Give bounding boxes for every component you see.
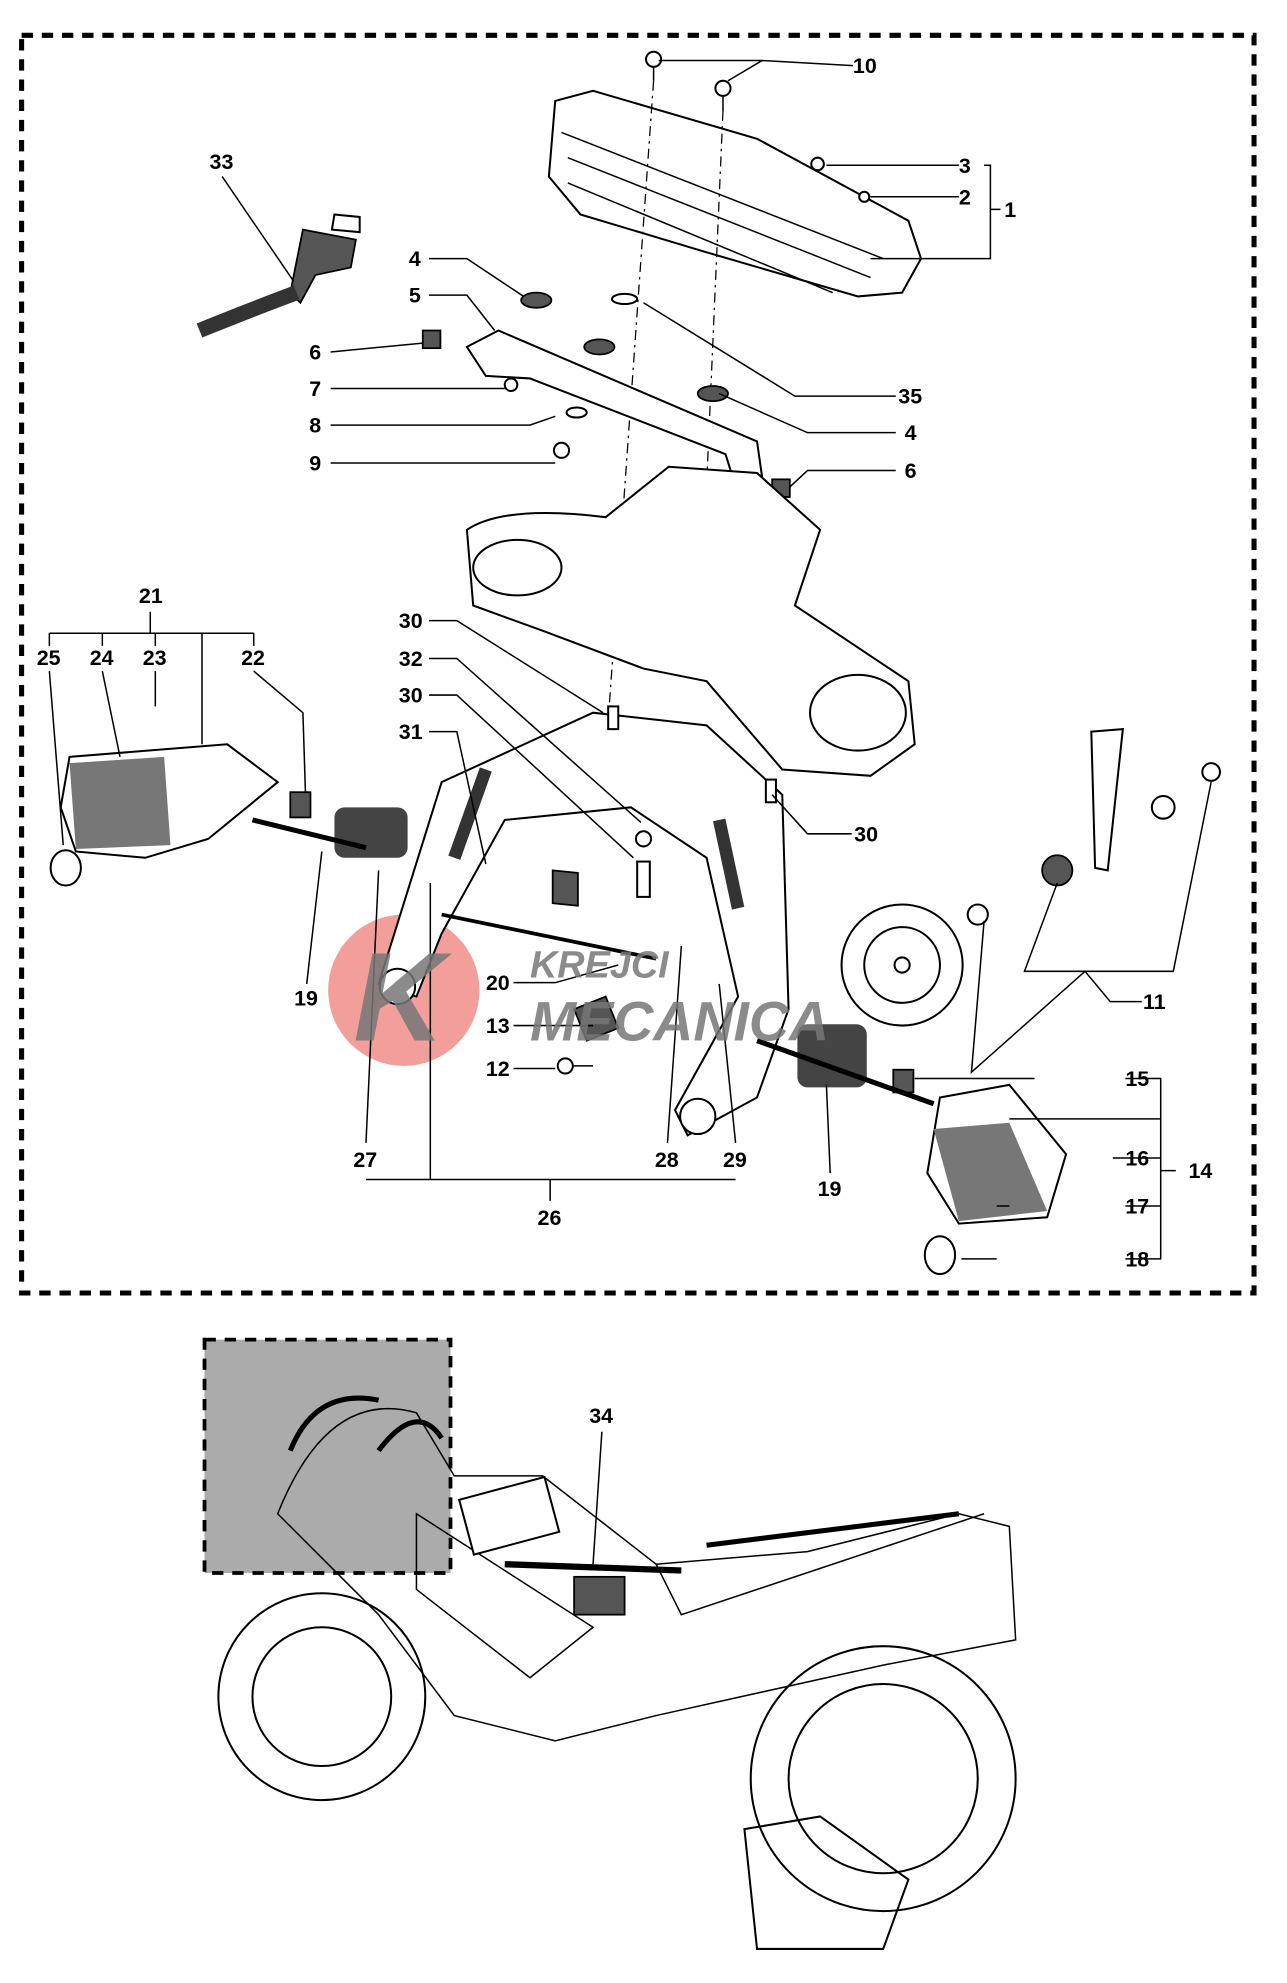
- callout-15: 15: [1125, 1067, 1149, 1091]
- callout-24: 24: [90, 646, 114, 670]
- callout-9: 9: [309, 452, 321, 476]
- callout-6: 6: [309, 341, 321, 365]
- callout-4: 4: [409, 247, 421, 271]
- callout-28: 28: [655, 1148, 679, 1172]
- watermark-line2: MECANICA: [530, 991, 829, 1053]
- callout-17: 17: [1125, 1195, 1149, 1219]
- callout-27: 27: [353, 1148, 377, 1172]
- small-hardware: [441, 705, 777, 1075]
- callout-14: 14: [1188, 1159, 1212, 1183]
- watermark-letter: K: [353, 927, 452, 1068]
- right-turn-indicator: [756, 1024, 1068, 1276]
- detail-frame: [19, 32, 1257, 1296]
- callout-19: 19: [294, 986, 318, 1010]
- callout-11: 11: [1143, 990, 1166, 1014]
- callout-20: 20: [486, 971, 510, 995]
- callout-33: 33: [210, 150, 234, 174]
- callout-26: 26: [538, 1206, 562, 1230]
- callout-35: 35: [898, 385, 922, 409]
- callout-32: 32: [399, 647, 423, 671]
- fairing-bracket: [377, 711, 790, 1137]
- watermark-line1: KREJCI: [530, 945, 670, 987]
- callout-labels: 10 33 3 2 1 4 5 6 35 7 4 8 9 6 21 25 24 …: [37, 54, 1213, 1428]
- callout-19: 19: [818, 1177, 842, 1201]
- callout-2: 2: [959, 185, 971, 209]
- callout-3: 3: [959, 154, 971, 178]
- callout-16: 16: [1125, 1147, 1149, 1171]
- callout-34: 34: [589, 1404, 613, 1428]
- callout-31: 31: [399, 720, 423, 744]
- horn: [840, 728, 1221, 1027]
- callout-6: 6: [905, 459, 917, 483]
- callout-10: 10: [853, 54, 877, 78]
- callout-7: 7: [309, 377, 321, 401]
- callout-30: 30: [399, 609, 423, 633]
- callout-25: 25: [37, 646, 61, 670]
- callout-1: 1: [1004, 198, 1016, 222]
- callout-8: 8: [309, 414, 321, 438]
- callout-30: 30: [399, 684, 423, 708]
- callout-23: 23: [143, 646, 167, 670]
- callout-13: 13: [486, 1014, 510, 1038]
- mounting-bracket: [421, 291, 791, 498]
- leader-lines: [48, 59, 1212, 1565]
- instrument-cluster: [196, 89, 923, 338]
- motorcycle-overview: [202, 1337, 1017, 1950]
- watermark-logo: K KREJCI MECANICA: [353, 927, 829, 1068]
- callout-30: 30: [854, 822, 878, 846]
- callout-5: 5: [409, 284, 421, 308]
- callout-21: 21: [139, 584, 163, 608]
- callout-22: 22: [241, 646, 265, 670]
- callout-12: 12: [486, 1057, 510, 1081]
- callout-29: 29: [723, 1148, 747, 1172]
- triple-clamp: [465, 465, 916, 777]
- callout-4: 4: [905, 421, 917, 445]
- left-turn-indicator: [49, 743, 408, 887]
- callout-18: 18: [1125, 1247, 1149, 1271]
